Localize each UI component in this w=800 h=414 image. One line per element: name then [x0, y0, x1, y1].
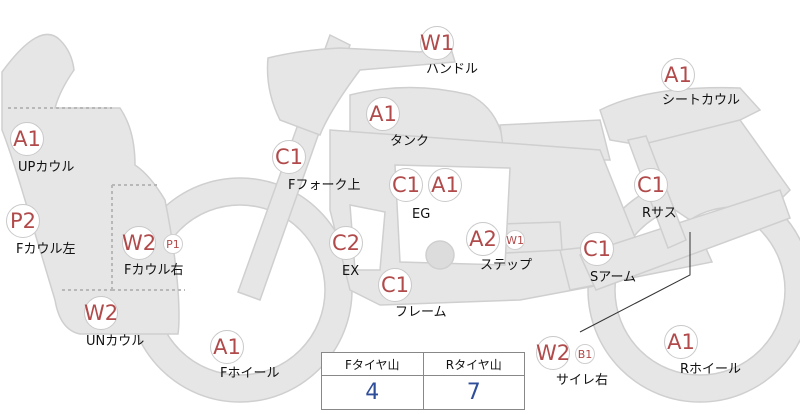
- part-label-up-cowl: UPカウル: [18, 160, 75, 175]
- part-label-seat-cowl: シートカウル: [662, 93, 741, 108]
- tire-table-value-row: 4 7: [322, 375, 524, 409]
- grade-badge-frame: C1: [378, 268, 412, 302]
- front-cowl-shape: [1, 33, 180, 335]
- grade-badge-f-cowl-right: W2: [122, 226, 156, 260]
- grade-badge-tank: A1: [366, 97, 400, 131]
- grade-badge-silencer-right: W2: [536, 336, 570, 370]
- part-label-r-sus: Rサス: [642, 206, 677, 221]
- grade-badge-r-wheel: A1: [664, 325, 698, 359]
- grade-badge-f-cowl-left: P2: [6, 204, 40, 238]
- engine-cover: [425, 240, 455, 270]
- part-label-f-wheel: Fホイール: [220, 366, 280, 381]
- part-label-ex: EX: [342, 264, 360, 279]
- tire-table-header-row: Fタイヤ山 Rタイヤ山: [322, 353, 524, 376]
- sub-badge-step: W1: [505, 230, 525, 250]
- grade-badge-up-cowl: A1: [10, 122, 44, 156]
- part-label-f-cowl-left: Fカウル左: [16, 242, 76, 257]
- tire-tread-table: Fタイヤ山 Rタイヤ山 4 7: [321, 352, 525, 410]
- part-label-step: ステップ: [480, 258, 533, 273]
- sub-badge-silencer-right: B1: [575, 344, 595, 364]
- grade-badge-un-cowl: W2: [84, 296, 118, 330]
- part-label-tank: タンク: [390, 134, 430, 149]
- part-label-eg: EG: [412, 207, 431, 222]
- part-label-handle: ハンドル: [426, 62, 479, 77]
- grade-badge-step: A2: [466, 222, 500, 256]
- grade-badge-eg: C1: [389, 168, 423, 202]
- grade-badge-f-wheel: A1: [210, 330, 244, 364]
- tire-table-header-rear: Rタイヤ山: [422, 353, 525, 375]
- grade-badge-s-arm: C1: [580, 232, 614, 266]
- part-label-r-wheel: Rホイール: [680, 362, 742, 377]
- sub-badge-f-cowl-right: P1: [163, 234, 183, 254]
- grade-badge-r-sus: C1: [634, 168, 668, 202]
- tire-table-header-front: Fタイヤ山: [344, 357, 400, 372]
- part-label-frame: フレーム: [395, 305, 447, 320]
- silencer-leader-line: [579, 232, 691, 333]
- part-label-s-arm: Sアーム: [590, 270, 637, 285]
- part-label-f-fork: Fフォーク上: [288, 178, 361, 193]
- part-label-un-cowl: UNカウル: [86, 334, 145, 349]
- cowl-division-dashes: [8, 107, 185, 291]
- part-label-f-cowl-right: Fカウル右: [124, 263, 184, 278]
- grade-badge-handle: W1: [420, 26, 454, 60]
- grade-badge-f-fork: C1: [272, 140, 306, 174]
- tire-table-value-front: 4: [365, 379, 380, 405]
- tire-table-value-rear: 7: [422, 375, 525, 409]
- grade-badge-eg-2: A1: [428, 168, 462, 202]
- grade-badge-seat-cowl: A1: [661, 58, 695, 92]
- handle-shape: [266, 44, 456, 136]
- grade-badge-ex: C2: [329, 226, 363, 260]
- part-label-silencer-right: サイレ右: [556, 373, 609, 388]
